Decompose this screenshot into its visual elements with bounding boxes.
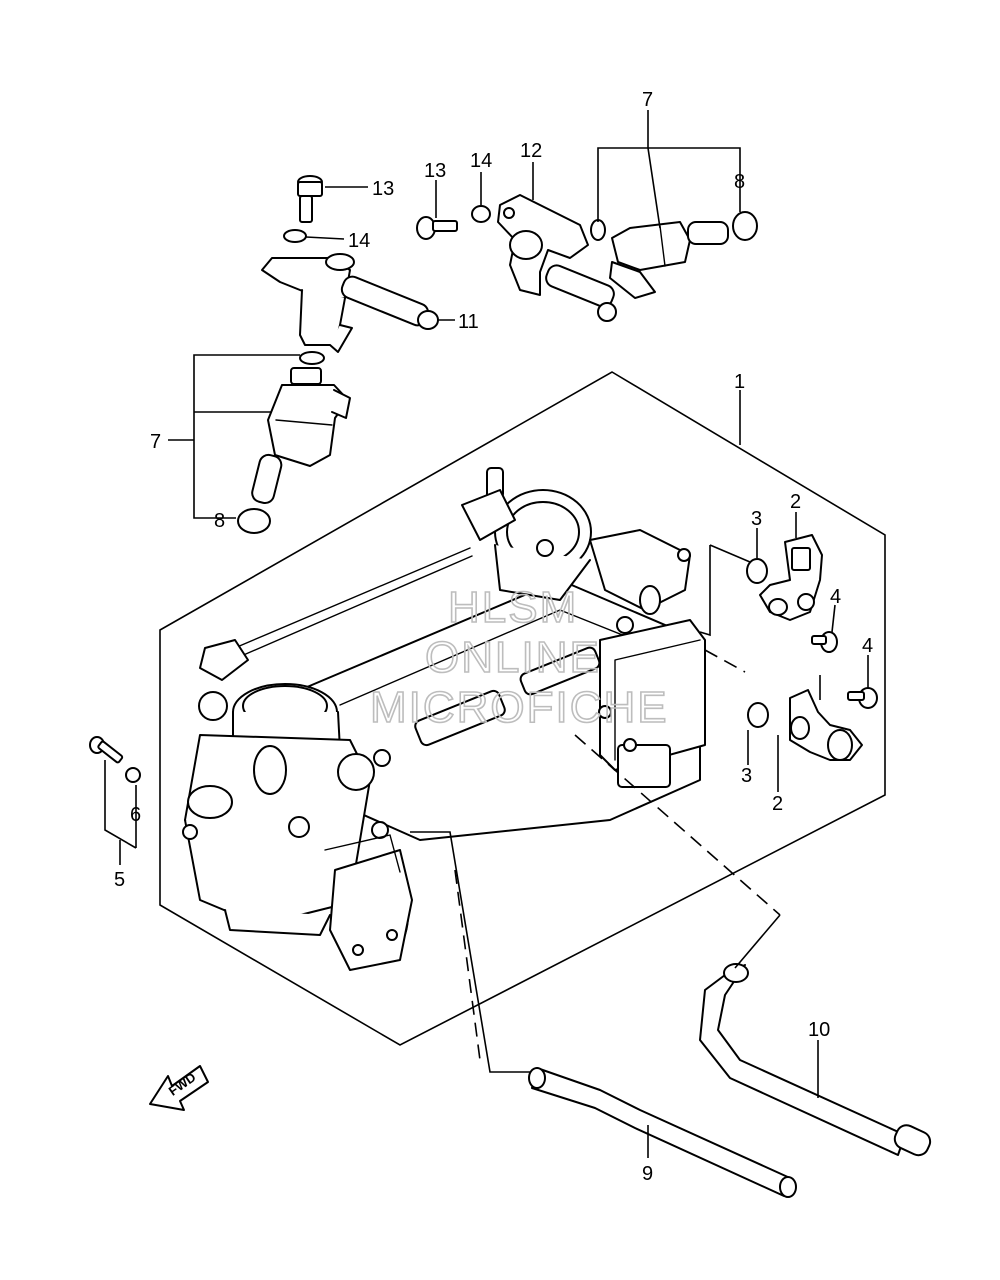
callout-3-upper: 3 (751, 508, 762, 530)
screw-4-upper (811, 631, 838, 653)
callout-11: 11 (458, 311, 479, 333)
washer-14-right (471, 205, 491, 223)
bolt-13-left (297, 175, 323, 223)
watermark: HLSM ONLINE MICROFICHE (369, 582, 669, 733)
svg-text:MICROFICHE: MICROFICHE (370, 683, 669, 732)
injector-7-left (251, 367, 351, 505)
callout-13-right: 13 (424, 160, 446, 182)
callout-14-left: 14 (348, 230, 370, 252)
o-ring-7-left (299, 351, 325, 365)
throttle-body-assembly (182, 467, 706, 971)
screw-4-lower (847, 687, 878, 709)
svg-text:ONLINE: ONLINE (425, 633, 601, 682)
callout-8-left: 8 (214, 510, 225, 532)
hose-9 (528, 1067, 797, 1198)
callout-9: 9 (642, 1163, 653, 1185)
svg-text:HLSM: HLSM (448, 583, 578, 632)
callout-4-upper: 4 (830, 586, 841, 608)
callout-labels: 1 13 14 11 7 8 13 14 12 7 8 3 2 4 4 3 2 … (114, 89, 873, 1185)
callout-14-right: 14 (470, 150, 492, 172)
seal-8-right (732, 211, 758, 241)
callout-2-upper: 2 (790, 491, 801, 513)
seal-8-left (237, 508, 271, 534)
callout-8-right: 8 (734, 171, 745, 193)
screw-13-right (416, 216, 458, 240)
injector-7-right (609, 221, 729, 299)
callout-5: 5 (114, 869, 125, 891)
o-ring-3-upper (746, 558, 768, 584)
leader-lines (104, 110, 869, 1158)
callout-6: 6 (130, 804, 141, 826)
callout-7-right: 7 (642, 89, 653, 111)
callout-1: 1 (734, 371, 745, 393)
assembly-boundary (159, 371, 886, 1046)
callout-2-lower: 2 (772, 793, 783, 815)
fwd-arrow-icon: FWD (149, 1065, 209, 1111)
hose-10 (699, 963, 932, 1157)
o-ring-7-right (590, 219, 606, 241)
sensor-2-upper (759, 534, 823, 621)
callout-3-lower: 3 (741, 765, 752, 787)
callout-13-left: 13 (372, 178, 394, 200)
washer-14-left (283, 229, 307, 243)
screw-5 (89, 736, 124, 764)
callout-10: 10 (808, 1019, 830, 1041)
callout-7-left: 7 (150, 431, 161, 453)
callout-12: 12 (520, 140, 542, 162)
fuel-rail-12 (497, 194, 617, 322)
washer-6 (125, 767, 141, 783)
sensor-2-lower (789, 689, 863, 761)
o-ring-3-lower (747, 702, 769, 728)
fuel-rail-left (261, 253, 439, 353)
callout-4-lower: 4 (862, 635, 873, 657)
